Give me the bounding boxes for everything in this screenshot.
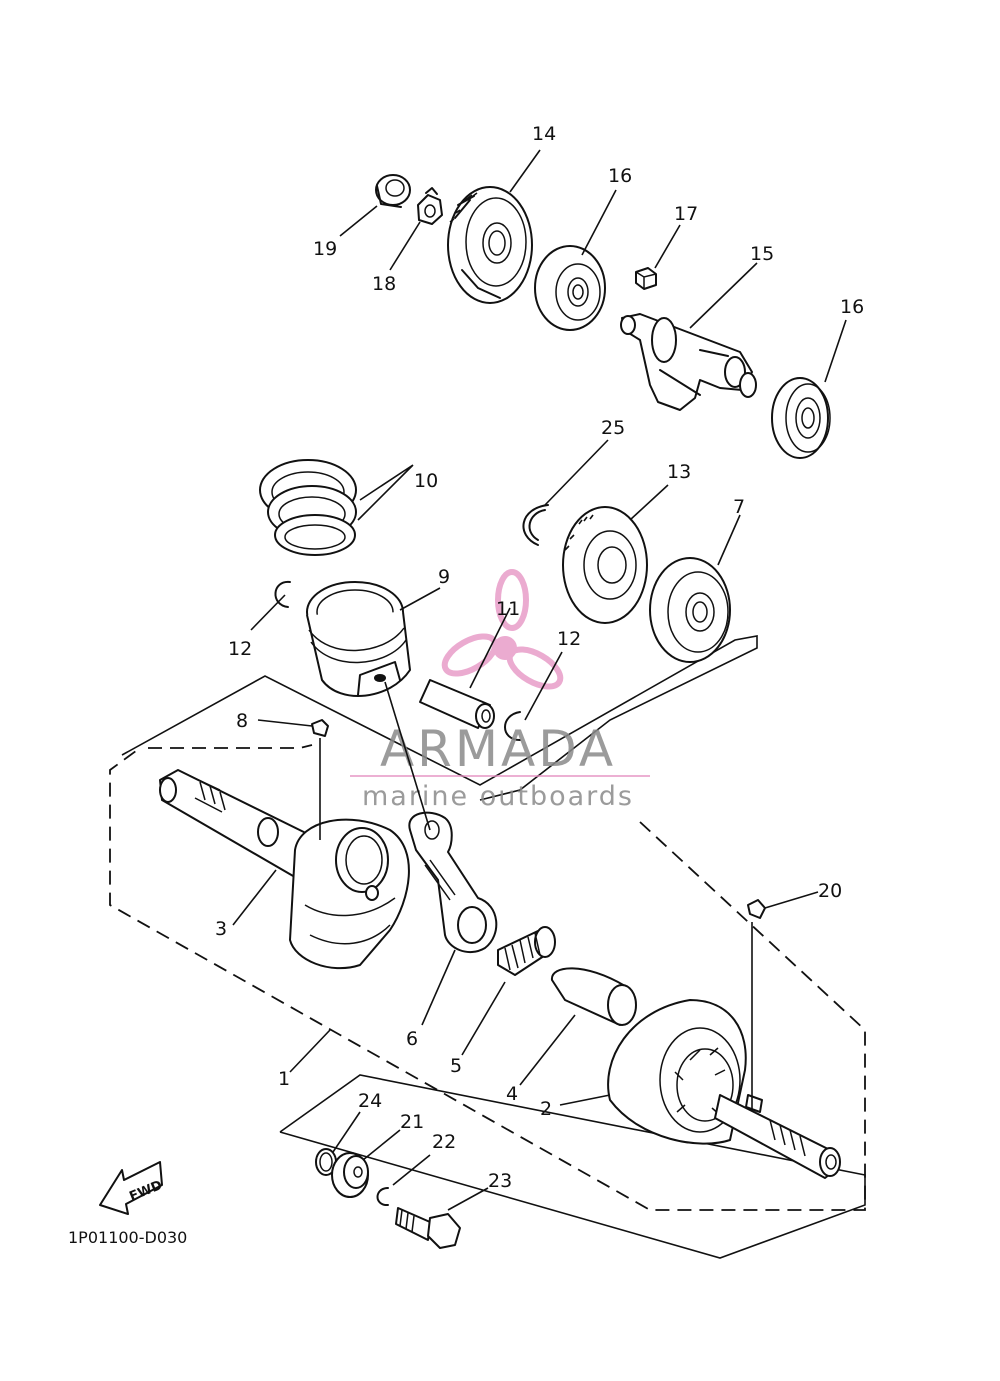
piston-group-outline [121,635,758,801]
callout-21: 21 [400,1111,424,1133]
callout-19: 19 [313,238,337,260]
armada-logo [441,569,564,690]
callout-11: 11 [496,598,520,620]
watermark-subtitle: marine outboards [362,781,634,812]
connecting-rod-6 [408,811,498,954]
piston-clip-12-right [504,711,521,741]
callout-16-lower: 16 [840,296,864,318]
balancer-shaft-15 [620,313,757,411]
balancer-gear-14 [447,186,533,304]
callout-6: 6 [406,1028,418,1050]
callout-labels: 14 16 17 15 16 19 18 25 13 7 10 9 12 11 … [215,123,864,1192]
bearing-7 [649,557,731,663]
clip-22 [376,1187,389,1207]
callout-10: 10 [414,470,438,492]
fwd-arrow-icon: FWD [99,1161,165,1215]
callout-17: 17 [674,203,698,225]
lock-washer-18 [417,187,443,225]
piston-pin-11 [419,679,495,729]
crankshaft-left-3 [159,769,410,970]
callout-25: 25 [601,417,625,439]
key-8 [311,719,329,737]
washer-21 [331,1152,369,1198]
callout-24: 24 [358,1090,382,1112]
crankshaft-assembly-bracket [109,744,866,1211]
callout-14: 14 [532,123,556,145]
callout-22: 22 [432,1131,456,1153]
callout-4: 4 [506,1083,518,1105]
bolt-group-outline [279,1074,866,1259]
callout-12-right: 12 [557,628,581,650]
callout-20: 20 [818,880,842,902]
needle-bearing-5 [497,926,556,976]
callout-8: 8 [236,710,248,732]
drive-gear-13 [562,506,648,624]
key-17 [635,267,657,290]
crank-pin-4 [551,967,637,1026]
nut-19 [375,174,411,208]
callout-12-left: 12 [228,638,252,660]
callout-1: 1 [278,1068,290,1090]
callout-9: 9 [438,566,450,588]
circlip-25 [522,504,549,546]
o-ring-24 [315,1148,337,1176]
diagram-code: 1P01100-D030 [68,1228,187,1247]
callout-15: 15 [750,243,774,265]
bearing-16-upper [534,245,606,331]
piston-9 [306,581,411,697]
callout-5: 5 [450,1055,462,1077]
callout-16-upper: 16 [608,165,632,187]
key-20 [747,899,766,919]
bearing-16-lower [771,377,831,459]
callout-2: 2 [540,1098,552,1120]
bolt-23 [395,1207,461,1249]
crankshaft-right-2 [607,999,841,1179]
piston-clip-12-left [274,580,291,608]
piston-rings-10 [259,459,357,556]
callout-3: 3 [215,918,227,940]
leader-lines [232,149,847,1211]
callout-18: 18 [372,273,396,295]
callout-23: 23 [488,1170,512,1192]
watermark-title: ARMADA [380,720,616,778]
callout-7: 7 [733,496,745,518]
callout-13: 13 [667,461,691,483]
